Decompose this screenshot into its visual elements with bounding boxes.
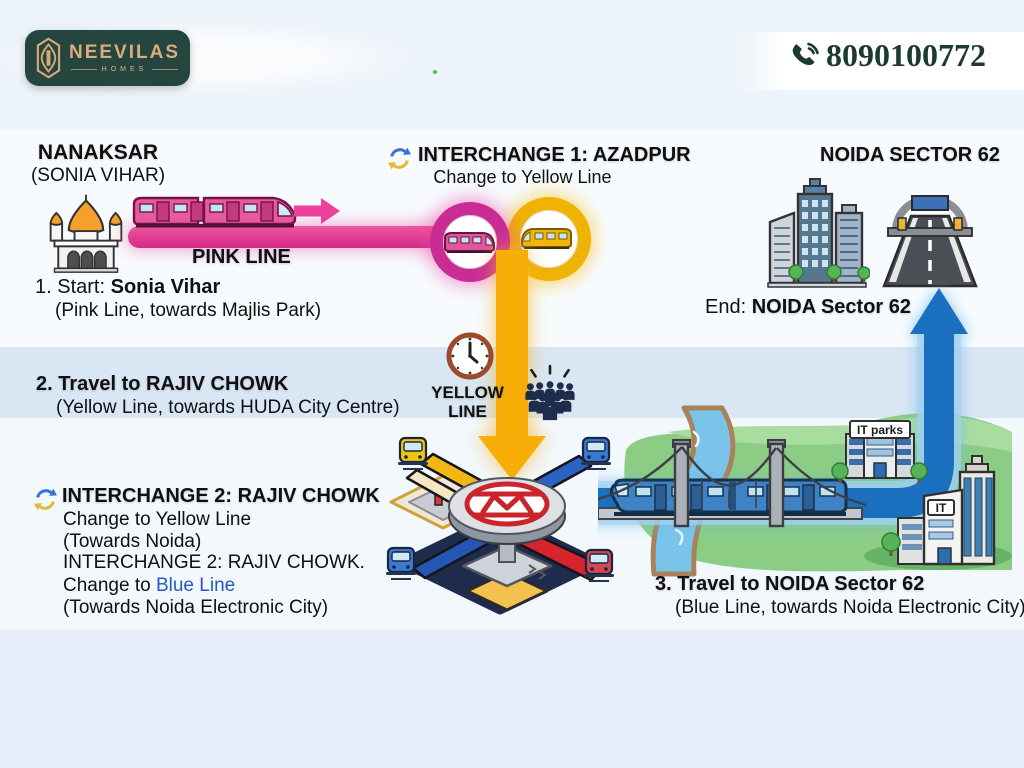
green-dot: [433, 70, 437, 74]
pink-mini-train-icon: [444, 232, 495, 253]
brand-line-right: [152, 69, 179, 70]
interchange2-line1: Change to Yellow Line: [63, 509, 252, 530]
interchange2-title: INTERCHANGE 2: RAJIV CHOWK: [62, 485, 380, 507]
blue-front-train-icon: [581, 436, 611, 470]
interchange2-line4-prefix: Change to: [63, 575, 156, 596]
start-station-title: NANAKSAR: [37, 141, 159, 164]
bridge-icon: [598, 439, 867, 528]
yellow-arrow-down: [478, 250, 546, 480]
pink-line-label: PINK LINE: [192, 246, 291, 268]
step2-detail: (Yellow Line, towards HUDA City Centre): [56, 397, 400, 418]
blue-front-train-icon: [386, 546, 416, 580]
yellow-line-label: YELLOW LINE: [415, 383, 520, 421]
interchange-icon: [388, 147, 411, 170]
red-front-train-icon: [584, 548, 614, 582]
brand-name: NEEVILAS: [68, 42, 180, 63]
brand-subtitle: HOMES: [101, 66, 148, 73]
step1-station: Sonia Vihar: [110, 276, 221, 298]
step1-prefix: Start:: [57, 276, 111, 298]
it-parks-label: IT parks: [857, 423, 903, 437]
interchange2-line5: (Towards Noida Electronic City): [63, 597, 329, 618]
end-label: End: NOIDA Sector 62: [705, 296, 911, 319]
step3-text: 3. Travel to NOIDA Sector 62: [655, 573, 925, 595]
brand-emblem-icon: [36, 37, 61, 79]
yellow-line-label-2: LINE: [448, 402, 487, 421]
destination-title: NOIDA SECTOR 62: [820, 144, 1001, 166]
step2-text: 2. Travel to RAJIV CHOWK: [36, 373, 289, 395]
start-station-subtitle: (SONIA VIHAR): [30, 165, 166, 186]
yellow-front-train-icon: [398, 436, 428, 470]
background-bottom: [0, 630, 1024, 768]
metro-hub-icon: [386, 436, 614, 615]
highway-icon: [882, 195, 978, 288]
step1-text: 1. Start: Sonia Vihar: [35, 276, 220, 299]
pink-train-icon: [132, 196, 297, 228]
end-station: NOIDA Sector 62: [751, 296, 912, 318]
brand-logo: NEEVILAS HOMES: [25, 30, 190, 86]
interchange2-icon: [34, 488, 57, 511]
clock-icon: [446, 332, 494, 380]
it-buildings-icon: IT: [881, 455, 996, 566]
interchange2-line2: (Towards Noida): [63, 531, 202, 552]
crowd-icon: [525, 364, 575, 421]
step3-detail: (Blue Line, towards Noida Electronic Cit…: [675, 597, 1024, 618]
brand-line-left: [70, 69, 97, 70]
interchange2-line3: INTERCHANGE 2: RAJIV CHOWK.: [63, 552, 365, 573]
phone-number: 8090100772: [826, 37, 986, 73]
pink-arrow-icon: [294, 198, 340, 224]
start-station-block: NANAKSAR (SONIA VIHAR): [18, 141, 178, 187]
end-prefix: End:: [705, 296, 752, 318]
interchange2-blue-line-text: Blue Line: [155, 575, 236, 596]
step1-number: 1.: [35, 276, 58, 298]
noida-scene: IT parks IT: [598, 288, 1012, 577]
interchange1-title: INTERCHANGE 1: AZADPUR: [418, 144, 691, 166]
gurudwara-icon: [49, 194, 123, 273]
phone-icon: [792, 42, 819, 65]
pink-line-bar: [128, 226, 458, 248]
phone-strip: [735, 32, 1024, 90]
interchange1-subtitle: Change to Yellow Line: [433, 167, 612, 187]
city-buildings-icon: [767, 178, 870, 288]
yellow-line-label-1: YELLOW: [431, 383, 504, 402]
yellow-mini-train-icon: [521, 228, 572, 249]
it-park-icon: IT parks: [831, 420, 928, 483]
blue-line-route: [598, 288, 968, 525]
it-label: IT: [936, 501, 947, 515]
interchange2-line4: Change to Blue Line: [63, 575, 235, 597]
step1-detail: (Pink Line, towards Majlis Park): [55, 300, 322, 321]
